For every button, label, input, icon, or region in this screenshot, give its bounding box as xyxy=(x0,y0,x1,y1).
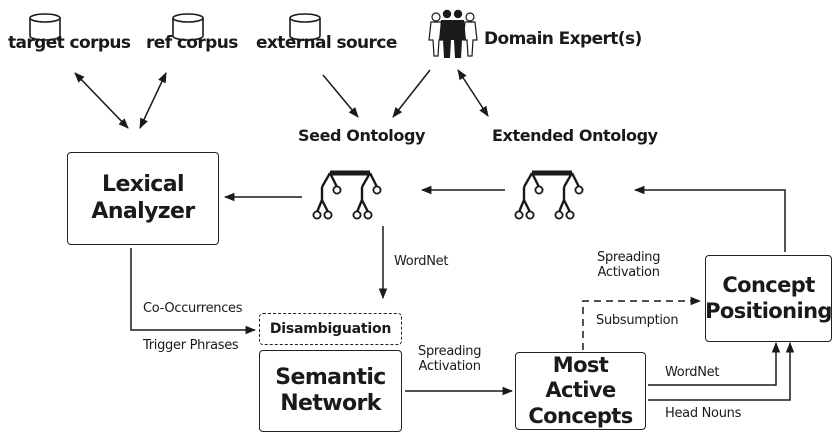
arrow-experts-extended xyxy=(457,69,489,117)
wordnet-seed-label: WordNet xyxy=(394,254,449,269)
concept-positioning-label: Concept Positioning xyxy=(705,273,832,323)
arrow-mostactive-positioning-dashed xyxy=(582,296,702,350)
arrow-mostactive-positioning-headnouns xyxy=(648,341,795,401)
seed-ontology-label: Seed Ontology xyxy=(298,126,426,145)
spreading-activation-top-label: Spreading Activation xyxy=(597,250,661,280)
arrow-mostactive-positioning-wordnet xyxy=(648,341,781,386)
extended-ontology-tree-icon xyxy=(514,170,584,220)
disambiguation-box: Disambiguation xyxy=(259,313,402,345)
lexical-analyzer-label: Lexical Analyzer xyxy=(91,172,195,224)
target-corpus-label: target corpus xyxy=(8,33,131,53)
arrow-experts-seed xyxy=(392,69,431,118)
extended-ontology-label: Extended Ontology xyxy=(492,126,658,145)
target-corpus-database-icon xyxy=(29,13,61,41)
domain-experts-people-icon xyxy=(428,9,478,58)
external-source-label: external source xyxy=(256,33,397,53)
semantic-network-label: Semantic Network xyxy=(275,364,386,416)
most-active-concepts-box: Most Active Concepts xyxy=(515,352,646,430)
arrow-target-corpus-lexical xyxy=(74,72,129,129)
spreading-activation-mid-label: Spreading Activation xyxy=(418,344,482,374)
wordnet-right-label: WordNet xyxy=(665,365,720,380)
co-occurrences-label: Co-Occurrences xyxy=(143,301,243,316)
domain-experts-label: Domain Expert(s) xyxy=(484,29,642,49)
ref-corpus-database-icon xyxy=(172,13,204,41)
most-active-concepts-label: Most Active Concepts xyxy=(528,353,633,428)
subsumption-label: Subsumption xyxy=(596,313,679,328)
arrow-external-source-seed xyxy=(322,74,359,118)
lexical-analyzer-box: Lexical Analyzer xyxy=(67,152,219,245)
arrow-lexical-semantic xyxy=(130,248,257,335)
disambiguation-label: Disambiguation xyxy=(269,320,392,337)
concept-positioning-box: Concept Positioning xyxy=(705,255,832,342)
ref-corpus-label: ref corpus xyxy=(146,33,238,53)
seed-ontology-tree-icon xyxy=(312,170,382,220)
head-nouns-label: Head Nouns xyxy=(665,406,742,421)
external-source-database-icon xyxy=(289,13,321,41)
arrow-positioning-extended xyxy=(633,185,786,252)
trigger-phrases-label: Trigger Phrases xyxy=(143,338,239,353)
arrow-ref-corpus-lexical xyxy=(139,72,167,129)
semantic-network-box: Semantic Network xyxy=(259,350,402,432)
